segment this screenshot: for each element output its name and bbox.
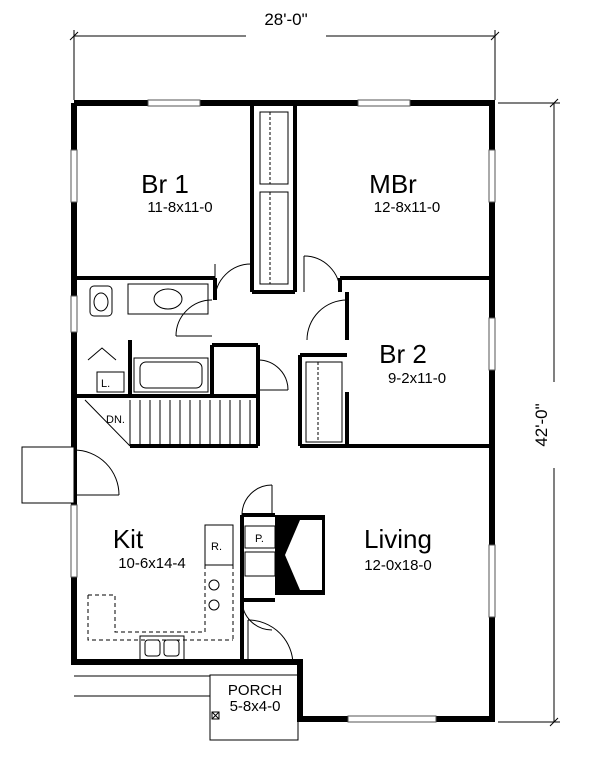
interior-walls xyxy=(74,103,492,700)
porch-outline xyxy=(74,674,299,741)
fireplace xyxy=(244,515,325,595)
mbr-size: 12-8x11-0 xyxy=(374,199,440,216)
laundry-label: L. xyxy=(101,378,110,390)
br2-size: 9-2x11-0 xyxy=(388,370,446,387)
pantry-label: P. xyxy=(255,533,264,545)
br1-name: Br 1 xyxy=(141,169,189,199)
bath-fixtures xyxy=(87,283,209,393)
porch-size: 5-8x4-0 xyxy=(230,698,281,715)
porch-name: PORCH xyxy=(228,682,282,699)
dimension-lines xyxy=(69,30,560,727)
kitchen-appliances xyxy=(139,524,234,661)
kit-name: Kit xyxy=(113,524,144,554)
living-size: 12-0x18-0 xyxy=(364,557,432,574)
stairs-down-label: DN. xyxy=(106,414,125,426)
depth-dimension-label: 42'-0" xyxy=(532,403,551,446)
width-dimension-label: 28'-0" xyxy=(264,10,307,29)
mbr-name: MBr xyxy=(369,169,417,199)
stairs xyxy=(84,399,251,447)
closet-shelves xyxy=(259,111,343,443)
kit-size: 10-6x14-4 xyxy=(118,555,186,572)
refrigerator-label: R. xyxy=(211,541,222,553)
side-stoop xyxy=(21,446,75,504)
laundry-chute xyxy=(96,371,125,393)
br2-name: Br 2 xyxy=(379,339,427,369)
living-name: Living xyxy=(364,524,432,554)
door-swings xyxy=(73,255,348,666)
windows xyxy=(70,99,496,723)
exterior-walls xyxy=(71,100,495,722)
br1-size: 11-8x11-0 xyxy=(147,199,212,216)
